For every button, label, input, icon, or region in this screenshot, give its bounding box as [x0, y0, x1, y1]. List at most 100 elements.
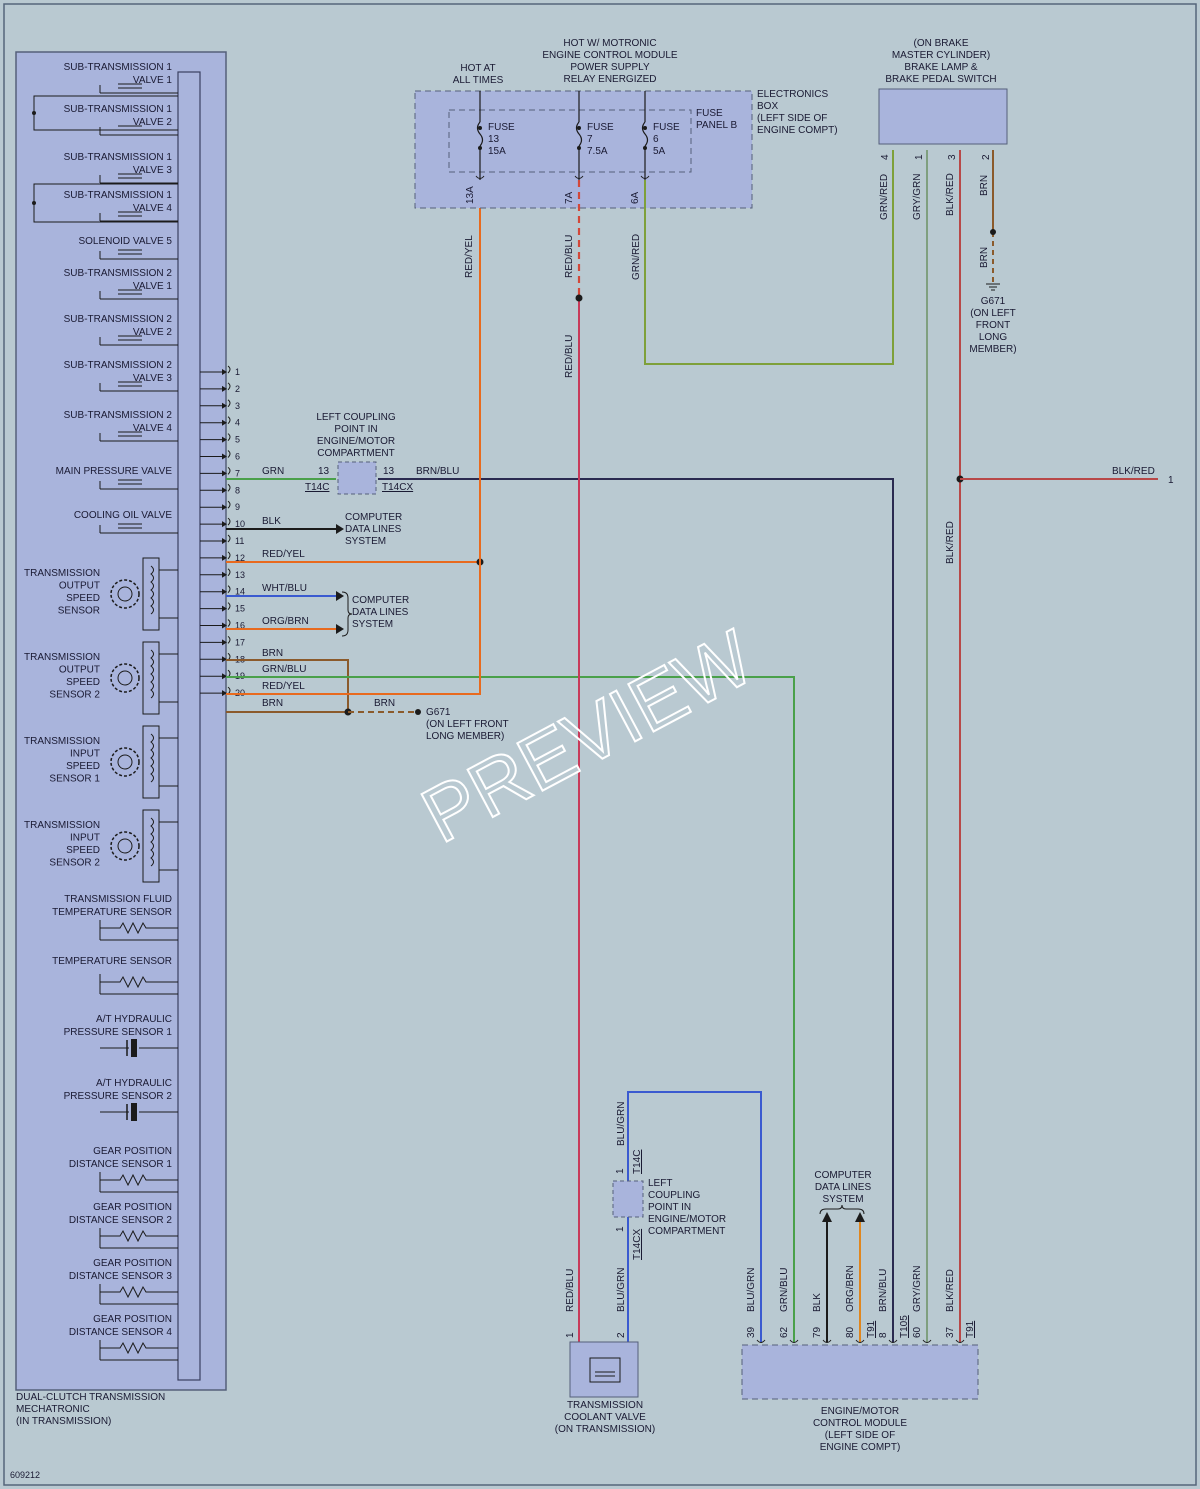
speed-sensor-1-label-3: SPEED: [66, 593, 100, 604]
speed-sensor-4-label-4: SENSOR 2: [49, 858, 100, 869]
ecm-conn-a: T91: [866, 1320, 877, 1338]
fuse-1-label-3: 15A: [488, 146, 506, 157]
ecm-pin-80-number: 80: [845, 1326, 856, 1338]
coolant-valve-pin-1: 1: [565, 1332, 576, 1338]
coupling-2-pin-top: 1: [615, 1168, 626, 1174]
sensor-7-resistor: [99, 1284, 178, 1299]
speed-sensor-1-label-1: TRANSMISSION: [24, 568, 100, 579]
valve-7-coil: [118, 335, 142, 341]
speed-sensor-1-body: [142, 557, 160, 631]
pin-1-arrow: [222, 369, 227, 375]
ground-2-symbol: [986, 283, 1000, 291]
fuse-1-term-top: [478, 126, 482, 130]
fuse13-wire-label: RED/YEL: [464, 235, 475, 278]
left-coupling-1-conn-right: T14CX: [382, 482, 413, 493]
fuse-1-term-bot: [478, 146, 482, 150]
coolant-valve-label-3: (ON TRANSMISSION): [555, 1424, 655, 1435]
ground-2-line-4: MEMBER): [969, 344, 1016, 355]
sensor-3-label-1: A/T HYDRAULIC: [96, 1014, 172, 1025]
valve-3-label-1: SUB-TRANSMISSION 1: [64, 152, 173, 163]
cdl-3-arrow-b: [855, 1212, 865, 1222]
ground-2-line-3: LONG: [979, 332, 1008, 343]
electronics-box-label-1: ELECTRONICS: [757, 89, 828, 100]
valve-9-label-2: VALVE 4: [133, 423, 173, 434]
speed-sensor-list: TRANSMISSIONOUTPUTSPEEDSENSORTRANSMISSIO…: [24, 557, 178, 883]
valve-11-coil: [118, 523, 142, 529]
valve-4-label-1: SUB-TRANSMISSION 1: [64, 190, 173, 201]
speed-sensor-4-coil: [150, 817, 154, 867]
hot-motronic-2: ENGINE CONTROL MODULE: [542, 50, 678, 61]
speed-sensor-2-label-1: TRANSMISSION: [24, 652, 100, 663]
fuse-2-label-1: FUSE: [587, 122, 614, 133]
pin-10-number: 10: [235, 519, 245, 529]
coupling-2-line-4: ENGINE/MOTOR: [648, 1214, 726, 1225]
pin-1-bracket: [227, 365, 231, 374]
hot-motronic-1: HOT W/ MOTRONIC: [563, 38, 656, 49]
speed-sensor-2-label-4: SENSOR 2: [49, 690, 100, 701]
fuse-1-element: [476, 121, 484, 147]
left-coupling-1-pin-right: 13: [383, 466, 395, 477]
mechatronic-unit: SUB-TRANSMISSION 1 VALVE 1 SUB-TRANSMISSIO…: [15, 51, 227, 1427]
fuse-3-pin: 6A: [630, 191, 641, 204]
sensor-2-resistor: [99, 974, 178, 989]
coupling-2-conn-top: T14C: [632, 1150, 643, 1174]
brake-switch-label-4: BRAKE PEDAL SWITCH: [885, 74, 996, 85]
sensor-6-resistor: [99, 1228, 178, 1243]
diagram-id: 609212: [10, 1470, 40, 1480]
pin-16-bracket: [227, 619, 231, 627]
pin-9-bracket: [227, 500, 231, 509]
left-coupling-1-line-3: ENGINE/MOTOR: [317, 436, 395, 447]
speed-sensor-2-coil: [150, 649, 154, 699]
fuse-panel-b-outline: [448, 109, 692, 173]
ecm-label-2: CONTROL MODULE: [813, 1418, 907, 1429]
coupling-2-pin-bottom: 1: [615, 1226, 626, 1232]
coolant-valve-coil: [589, 1357, 621, 1383]
pin-7-arrow: [222, 470, 227, 477]
left-coupling-1-line-1: LEFT COUPLING: [316, 412, 395, 423]
pin-17-arrow: [222, 639, 227, 646]
valve-6-label-2: VALVE 1: [133, 281, 173, 292]
pin-6-number: 6: [235, 452, 240, 462]
speed-sensor-1-coil: [150, 565, 154, 615]
brake-wire-1-label: GRY/GRN: [912, 174, 923, 221]
wire-pin17-grn-blu: [226, 676, 795, 1342]
ground-1: G671 (ON LEFT FRONT LONG MEMBER): [426, 707, 509, 742]
pin-3-arrow: [222, 402, 227, 409]
sensor-1-resistor: [99, 920, 178, 935]
wire-pin19-label: BRN: [262, 698, 283, 709]
brake-pin-4: 4: [880, 154, 891, 160]
brake-switch-label-3: BRAKE LAMP &: [904, 62, 978, 73]
fuse-3-label-2: 6: [653, 134, 659, 145]
valve-3-coil: [118, 173, 142, 179]
brake-pin-1: 1: [914, 154, 925, 160]
fuse6-wire-label: GRN/RED: [631, 234, 642, 280]
wire-pin13-label: WHT/BLU: [262, 583, 307, 594]
cdl-3-line-2: DATA LINES: [815, 1182, 872, 1193]
speed-sensor-2-label-2: OUTPUT: [59, 665, 100, 676]
wire-pin17-label: GRN/BLU: [262, 664, 306, 675]
ecm-pin-8-wire: BRN/BLU: [878, 1269, 889, 1312]
ecm-conn-b: T105: [899, 1315, 910, 1338]
cdl-2-arrow-a: [336, 591, 344, 601]
coolant-valve-pin-2: 2: [616, 1332, 627, 1338]
speed-sensor-4-label-2: INPUT: [70, 833, 100, 844]
pin-7-bracket: [227, 467, 231, 475]
sensor-6-label-2: DISTANCE SENSOR 2: [69, 1215, 173, 1226]
ecm-pin-37-number: 37: [945, 1326, 956, 1338]
cdl-2-line-1: COMPUTER: [352, 595, 409, 606]
valve-1-label-1: SUB-TRANSMISSION 1: [64, 62, 173, 73]
ecm-pin-79-bracket: [822, 1339, 832, 1343]
fuse-3-term-top: [643, 126, 647, 130]
pin-13-arrow: [222, 571, 227, 578]
cdl-2-line-2: DATA LINES: [352, 607, 409, 618]
sensor-4-label-1: A/T HYDRAULIC: [96, 1078, 172, 1089]
